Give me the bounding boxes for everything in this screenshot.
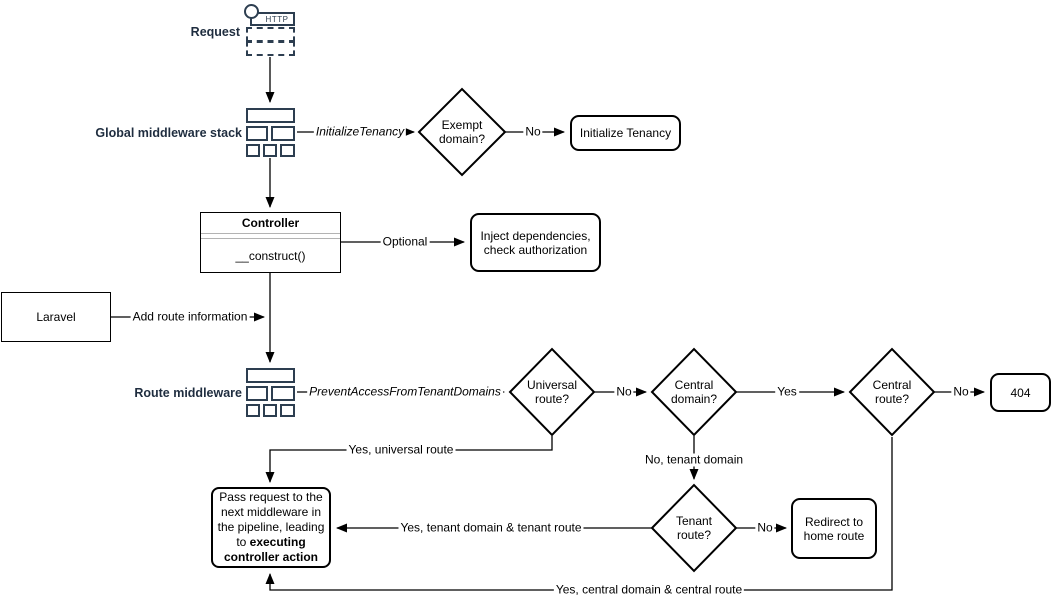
node-redirect-home: Redirect to home route xyxy=(791,498,877,559)
request-label: Request xyxy=(190,25,240,39)
edge-label-yes-universal-route: Yes, universal route xyxy=(346,442,456,457)
middleware-stack-icon xyxy=(271,126,295,141)
edge-label-central-route-no: No xyxy=(951,384,971,399)
middleware-stack-icon xyxy=(246,108,295,123)
edge-label-prevent-access: PreventAccessFromTenantDomains xyxy=(307,384,503,399)
node-label: Inject dependencies, check authorization xyxy=(480,228,591,257)
controller-method: __construct() xyxy=(235,248,306,263)
decision-central-domain xyxy=(650,347,738,437)
middleware-stack-icon xyxy=(246,144,260,157)
decision-universal-route xyxy=(508,347,596,437)
node-label: Initialize Tenancy xyxy=(579,126,672,140)
decision-central-route xyxy=(848,347,936,437)
middleware-stack-icon xyxy=(246,368,295,383)
edge-label-no-tenant-domain: No, tenant domain xyxy=(642,452,746,467)
middleware-stack-icon xyxy=(246,126,268,141)
http-request-icon-body-top xyxy=(246,27,295,42)
pass-request-regular: Pass request to the next middleware in t… xyxy=(217,490,325,549)
middleware-stack-icon xyxy=(280,404,295,417)
node-controller: Controller __construct() xyxy=(200,212,341,273)
node-label: 404 xyxy=(1010,385,1031,400)
decision-exempt-domain xyxy=(417,87,507,177)
edge-label-universal-no: No xyxy=(614,384,634,399)
pass-request-text: Pass request to the next middleware in t… xyxy=(216,490,326,565)
edge-label-yes-central-route: Yes, central domain & central route xyxy=(553,582,745,597)
node-inject-dependencies: Inject dependencies, check authorization xyxy=(470,213,601,272)
http-label: HTTP xyxy=(265,14,289,24)
decision-tenant-route-label: Tenant route? xyxy=(675,514,713,542)
edge-label-optional: Optional xyxy=(380,234,430,249)
middleware-stack-icon xyxy=(263,144,277,157)
global-middleware-label: Global middleware stack xyxy=(95,126,242,140)
middleware-stack-icon xyxy=(246,404,260,417)
decision-tenant-route xyxy=(650,483,738,573)
node-label: Redirect to home route xyxy=(803,514,865,543)
decision-universal-route-label: Universal route? xyxy=(526,378,577,406)
node-laravel: Laravel xyxy=(1,292,111,342)
route-middleware-label: Route middleware xyxy=(134,386,242,400)
node-initialize-tenancy: Initialize Tenancy xyxy=(570,115,681,151)
controller-attributes-compartment xyxy=(201,234,340,239)
decision-central-domain-label: Central domain? xyxy=(670,378,718,406)
middleware-stack-icon xyxy=(263,404,277,417)
http-request-icon-circle xyxy=(244,4,259,19)
middleware-stack-icon xyxy=(271,386,295,401)
edge-label-central-domain-yes: Yes xyxy=(775,384,799,399)
controller-title: Controller xyxy=(201,213,340,234)
http-request-icon-body-bottom xyxy=(246,41,295,56)
http-request-icon: HTTP xyxy=(250,12,295,26)
decision-central-route-label: Central route? xyxy=(872,378,912,406)
middleware-stack-icon xyxy=(246,386,268,401)
pass-request-bold: executing controller action xyxy=(223,535,318,564)
edge-label-add-route-information: Add route information xyxy=(130,309,250,324)
decision-exempt-domain-label: Exempt domain? xyxy=(438,118,486,146)
middleware-stack-icon xyxy=(280,144,295,157)
node-label: Laravel xyxy=(36,310,76,324)
node-pass-request: Pass request to the next middleware in t… xyxy=(211,487,331,568)
edge-label-initialize-tenancy: InitializeTenancy xyxy=(313,124,407,139)
node-404: 404 xyxy=(990,373,1051,412)
edge-label-exempt-no: No xyxy=(523,124,543,139)
edge-label-yes-tenant-route: Yes, tenant domain & tenant route xyxy=(398,520,584,535)
edge-label-tenant-no: No xyxy=(755,520,775,535)
